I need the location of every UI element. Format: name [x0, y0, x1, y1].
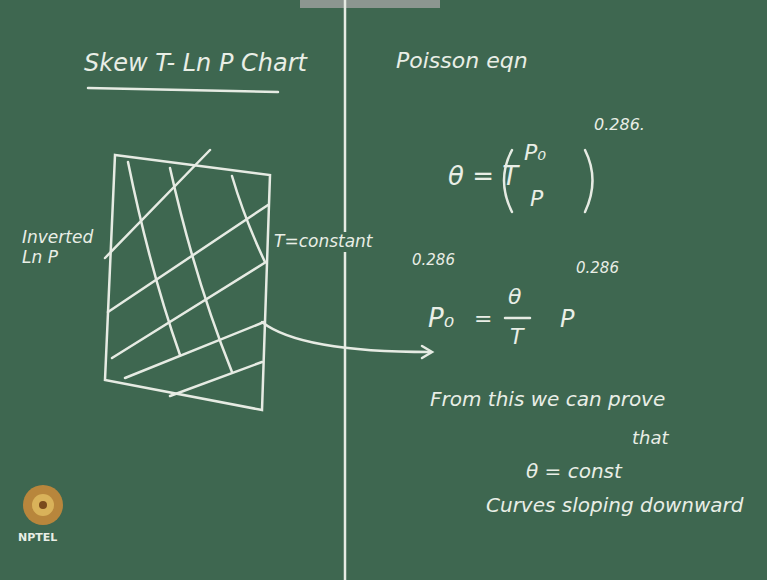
- equation-term: P₀: [524, 140, 546, 165]
- equation-term: =: [474, 306, 492, 331]
- ceiling-edge: [300, 0, 440, 8]
- equation-term: θ = T: [448, 162, 518, 192]
- exponent: 0.286: [412, 252, 455, 269]
- nptel-logo: [23, 485, 63, 525]
- chart-title: Skew T- Ln P Chart: [84, 50, 307, 78]
- exponent: 0.286: [576, 260, 619, 277]
- note-text: θ = const: [526, 460, 622, 483]
- exponent: 0.286.: [594, 116, 645, 134]
- equation-term: θ: [508, 284, 521, 309]
- equation-term: P: [530, 186, 543, 211]
- note-text: From this we can prove: [430, 388, 665, 411]
- axis-label: Inverted Ln P: [22, 228, 92, 267]
- equation-term: T: [510, 324, 523, 349]
- isotherm-label: T=constant: [272, 232, 375, 252]
- logo-text: NPTEL: [18, 532, 57, 545]
- skew-chart: [88, 0, 593, 580]
- equation-heading: Poisson eqn: [396, 48, 528, 73]
- equation-term: P: [560, 306, 574, 334]
- note-text: that: [632, 428, 669, 449]
- equation-term: P₀: [428, 304, 454, 334]
- note-text: Curves sloping downward: [486, 494, 743, 517]
